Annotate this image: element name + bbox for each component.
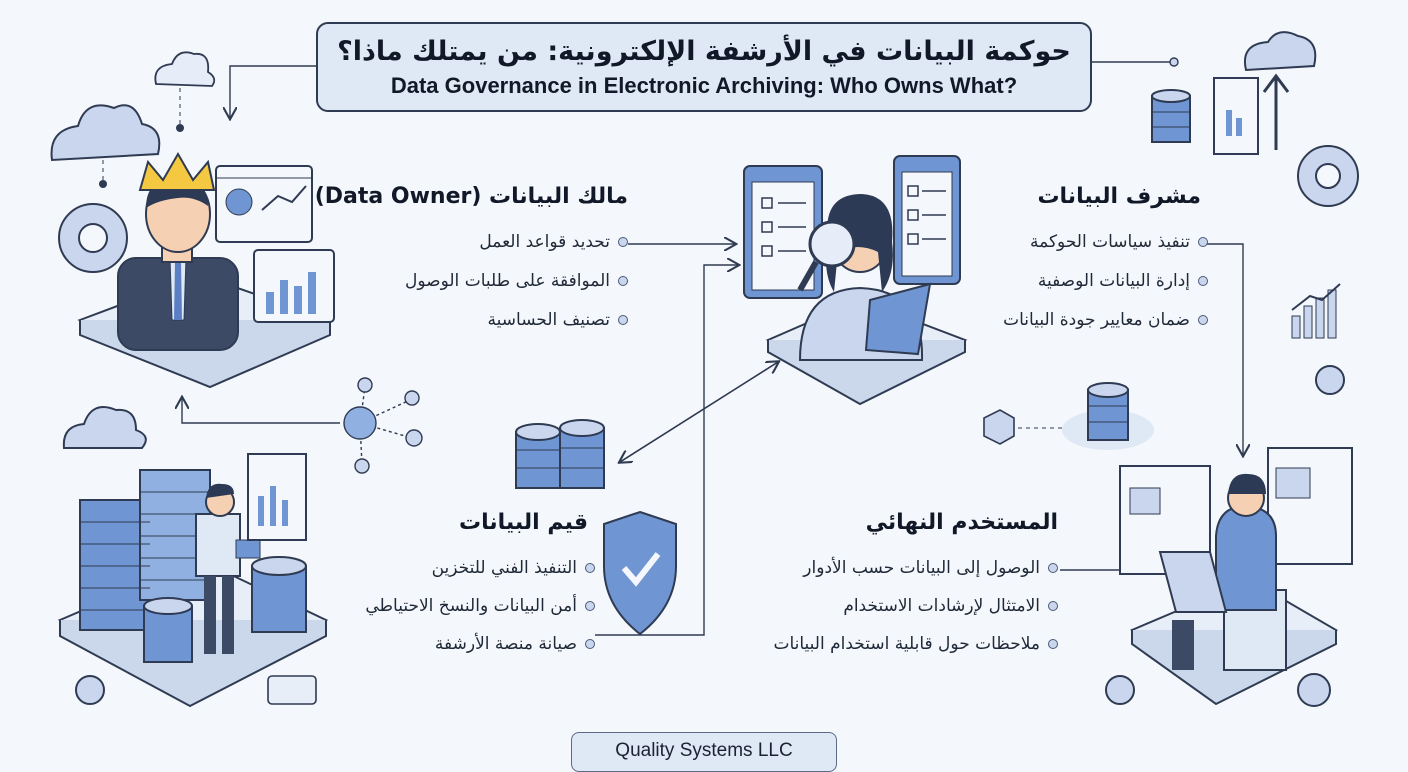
custodian-item: أمن البيانات والنسخ الاحتياطي bbox=[365, 596, 595, 616]
owner-item: الموافقة على طلبات الوصول bbox=[405, 271, 628, 291]
database-icon bbox=[143, 605, 193, 663]
cube-db-deco bbox=[983, 382, 1154, 450]
cloud-icon bbox=[1244, 31, 1317, 72]
gear-icon bbox=[1105, 675, 1135, 705]
shield-icon bbox=[603, 510, 677, 636]
end-user-item: ملاحظات حول قابلية استخدام البيانات bbox=[773, 634, 1058, 654]
network-node-icon bbox=[343, 377, 423, 474]
connector-arrows bbox=[182, 57, 1243, 636]
end-user-title: المستخدم النهائي bbox=[865, 510, 1058, 535]
steward-title: مشرف البيانات bbox=[1037, 184, 1201, 209]
database-cluster-icon bbox=[515, 419, 605, 489]
bar-chart-icon bbox=[1291, 283, 1341, 339]
cloud-icon bbox=[62, 406, 147, 449]
bullet-dot bbox=[618, 237, 628, 247]
cloud-icon bbox=[154, 51, 216, 87]
end-user-item: الوصول إلى البيانات حسب الأدوار bbox=[803, 558, 1058, 578]
custodian-item: التنفيذ الفني للتخزين bbox=[432, 558, 595, 578]
top-right-deco bbox=[1151, 31, 1359, 395]
tablet-icon bbox=[864, 282, 932, 356]
end-user-illustration bbox=[1105, 447, 1353, 707]
bullet-dot bbox=[585, 563, 595, 573]
bullet-dot bbox=[1198, 237, 1208, 247]
bullet-dot bbox=[1198, 276, 1208, 286]
footer-company: Quality Systems LLC bbox=[571, 732, 837, 772]
gear-icon bbox=[1297, 673, 1331, 707]
browser-window-icon bbox=[1267, 447, 1353, 565]
data-owner-illustration bbox=[50, 51, 335, 389]
owner-item: تحديد قواعد العمل bbox=[479, 232, 628, 252]
custodian-item: صيانة منصة الأرشفة bbox=[435, 634, 595, 654]
end-user-item: الامتثال لإرشادات الاستخدام bbox=[843, 596, 1058, 616]
crown-icon bbox=[138, 151, 216, 191]
steward-item: ضمان معايير جودة البيانات bbox=[1003, 310, 1208, 330]
owner-title: مالك البيانات (Data Owner) bbox=[314, 184, 628, 209]
title-box: حوكمة البيانات في الأرشفة الإلكترونية: م… bbox=[316, 22, 1092, 112]
title-english: Data Governance in Electronic Archiving:… bbox=[390, 73, 1018, 98]
bullet-dot bbox=[585, 639, 595, 649]
bullet-dot bbox=[1048, 639, 1058, 649]
custodian-title: قيم البيانات bbox=[459, 510, 588, 535]
bullet-dot bbox=[585, 601, 595, 611]
bullet-dot bbox=[618, 276, 628, 286]
steward-item: إدارة البيانات الوصفية bbox=[1038, 271, 1208, 291]
document-icon bbox=[1213, 77, 1259, 155]
magnifier-icon bbox=[808, 220, 856, 268]
data-custodian-illustration bbox=[57, 406, 329, 708]
cloud-icon bbox=[50, 104, 161, 162]
bullet-dot bbox=[618, 315, 628, 325]
upload-arrow-icon bbox=[1262, 73, 1290, 150]
cube-icon bbox=[983, 409, 1015, 445]
database-icon bbox=[1151, 89, 1191, 143]
dashboard-icon bbox=[215, 165, 313, 243]
title-arabic: حوكمة البيانات في الأرشفة الإلكترونية: م… bbox=[337, 36, 1071, 67]
bullet-dot bbox=[1198, 315, 1208, 325]
gear-icon bbox=[1315, 365, 1345, 395]
steward-item: تنفيذ سياسات الحوكمة bbox=[1030, 232, 1208, 252]
owner-item: تصنيف الحساسية bbox=[488, 310, 628, 330]
data-steward-illustration bbox=[743, 155, 968, 406]
chart-panel-icon bbox=[247, 453, 307, 541]
laptop-icon bbox=[1158, 551, 1228, 613]
bullet-dot bbox=[1048, 601, 1058, 611]
gear-icon bbox=[75, 675, 105, 705]
bullet-dot bbox=[1048, 563, 1058, 573]
